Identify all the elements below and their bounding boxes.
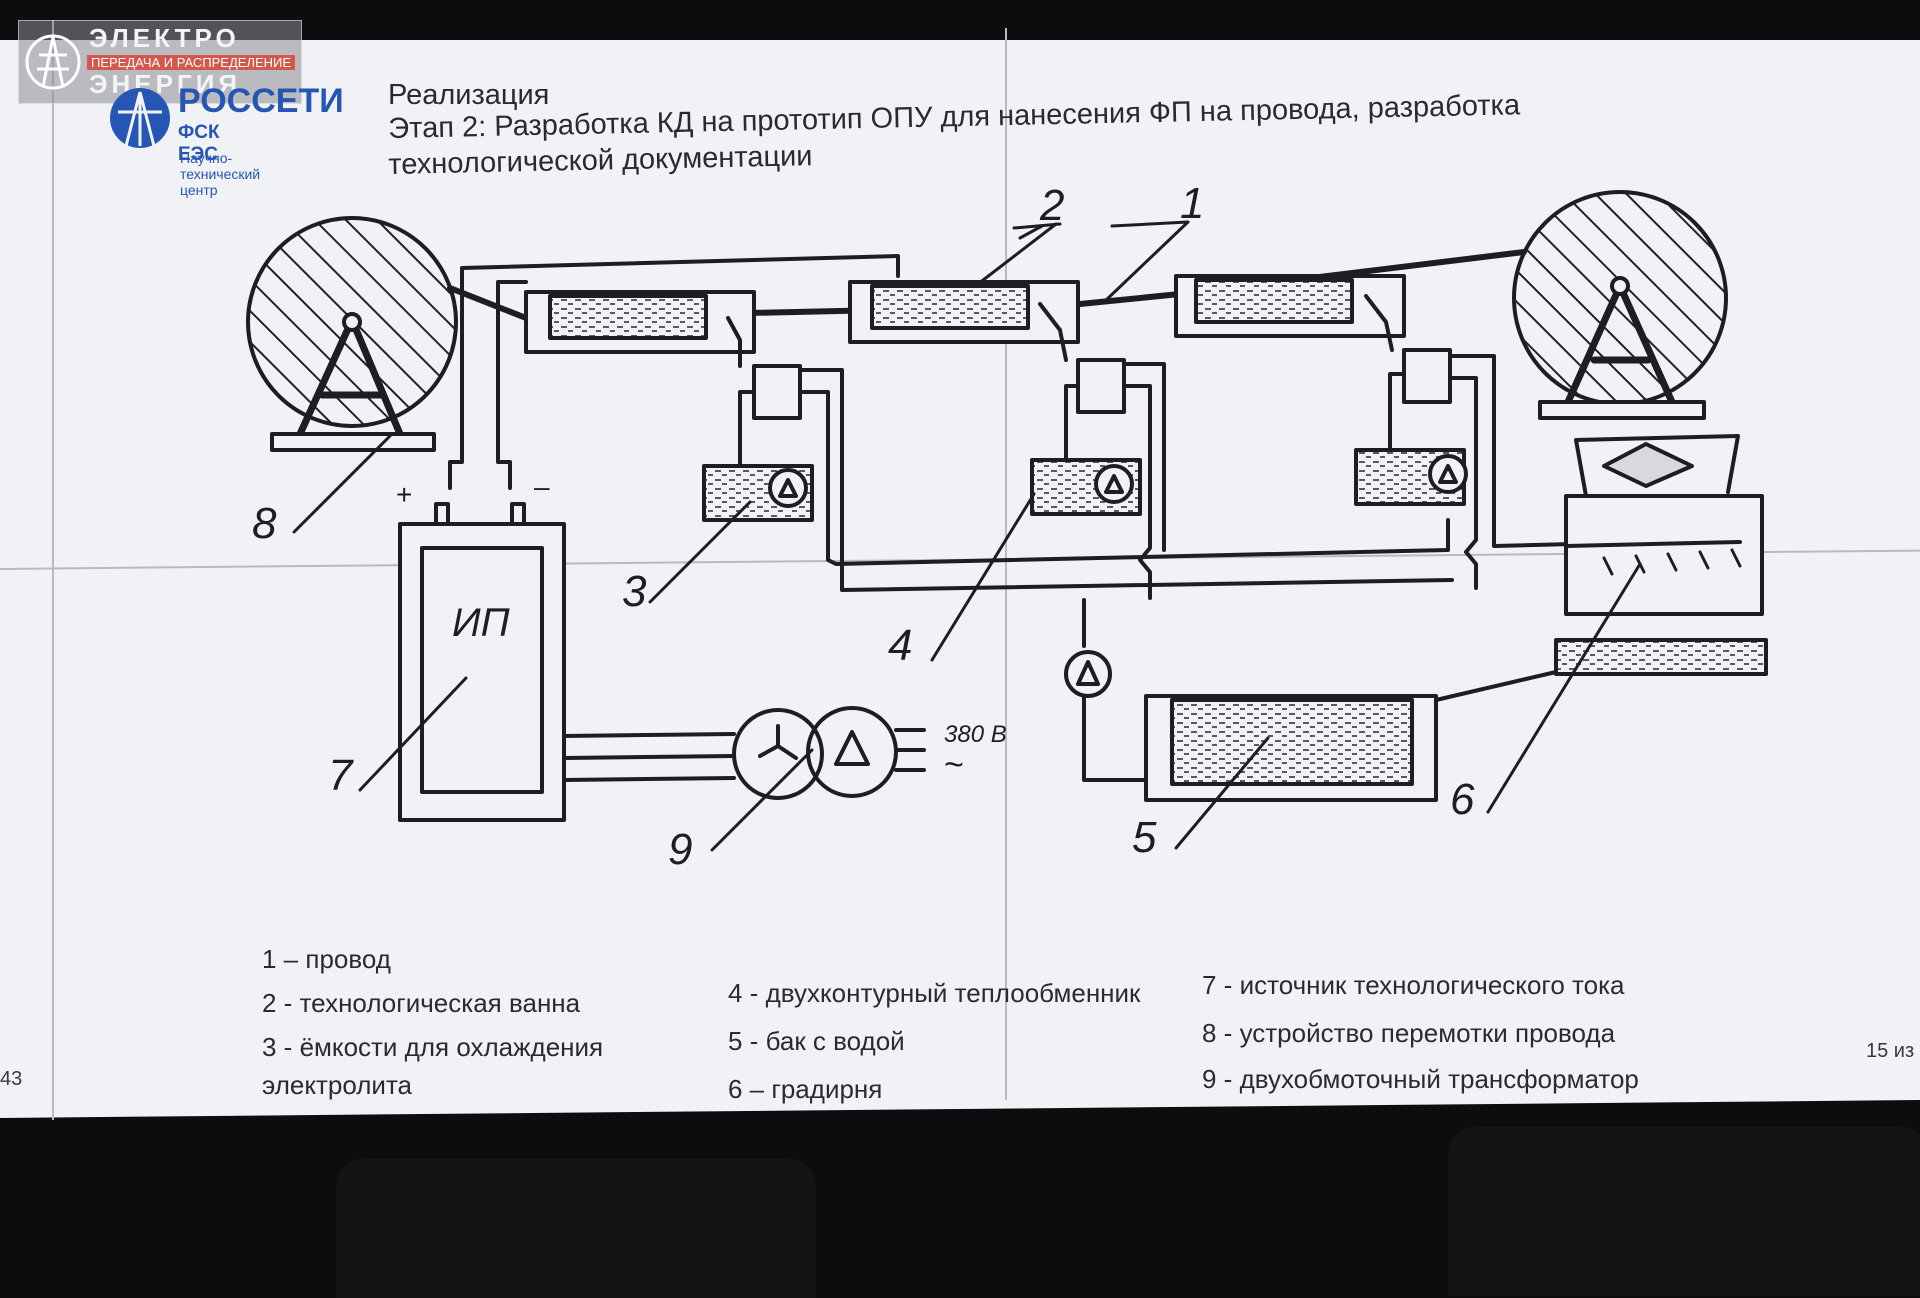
legend-item-4: 4 - двухконтурный теплообменник xyxy=(728,978,1141,1008)
label-5: 5 xyxy=(1132,813,1157,862)
legend-item-3: 3 - ёмкости для охлаждения xyxy=(262,1032,604,1062)
watermark-logo-icon xyxy=(25,34,81,90)
watermark-line3: ЭНЕРГИЯ xyxy=(89,69,242,99)
brand-center: Научно-технический центр xyxy=(180,150,261,198)
label-6: 6 xyxy=(1450,775,1475,824)
legend-item-9: 9 - двухобмоточный трансформатор xyxy=(1202,1064,1639,1094)
label-4: 4 xyxy=(888,621,912,670)
page-number-right: 15 из xyxy=(1866,1040,1915,1062)
right-reel xyxy=(1512,190,1728,406)
legend-item-5: 5 - бак с водой xyxy=(728,1026,905,1056)
legend-item-2: 2 - технологическая ванна xyxy=(262,988,581,1018)
legend-item-3b: электролита xyxy=(262,1070,413,1100)
legend-item-6: 6 – градирня xyxy=(728,1074,883,1104)
watermark: ЭЛЕКТРО ПЕРЕДАЧА И РАСПРЕДЕЛЕНИЕ ЭНЕРГИЯ xyxy=(18,20,302,104)
legend-item-8: 8 - устройство перемотки провода xyxy=(1202,1018,1616,1048)
label-8: 8 xyxy=(252,499,277,548)
ac-symbol: ~ xyxy=(944,746,964,784)
screen-seam-center xyxy=(1005,28,1007,1100)
rosseti-logo-icon xyxy=(110,88,170,148)
label-3: 3 xyxy=(622,567,647,616)
chair-back-left xyxy=(336,1158,816,1298)
brand-name: РОССЕТИ xyxy=(178,82,344,120)
label-1: 1 xyxy=(1180,179,1204,228)
label-9: 9 xyxy=(668,825,692,874)
minus-sign: – xyxy=(534,471,550,502)
page-number-left: 43 xyxy=(0,1068,23,1090)
brand-subtitle: ФСК ЕЭС xyxy=(178,122,220,165)
slide-title-line1: Реализация xyxy=(388,79,550,111)
plus-sign: + xyxy=(396,479,412,510)
voltage-label: 380 В xyxy=(944,721,1007,748)
cooling-tower xyxy=(1564,494,1764,616)
legend-item-7: 7 - источник технологического тока xyxy=(1202,970,1625,1000)
chair-back-right xyxy=(1448,1126,1920,1296)
screen-seam-left xyxy=(52,20,54,1120)
power-source-box xyxy=(398,522,566,822)
label-2: 2 xyxy=(1039,181,1064,230)
watermark-line2: ПЕРЕДАЧА И РАСПРЕДЕЛЕНИЕ xyxy=(87,55,296,70)
watermark-line1: ЭЛЕКТРО xyxy=(89,23,240,53)
legend-item-1: 1 – провод xyxy=(262,944,391,974)
power-source-label: ИП xyxy=(452,601,511,645)
label-7: 7 xyxy=(328,751,354,800)
